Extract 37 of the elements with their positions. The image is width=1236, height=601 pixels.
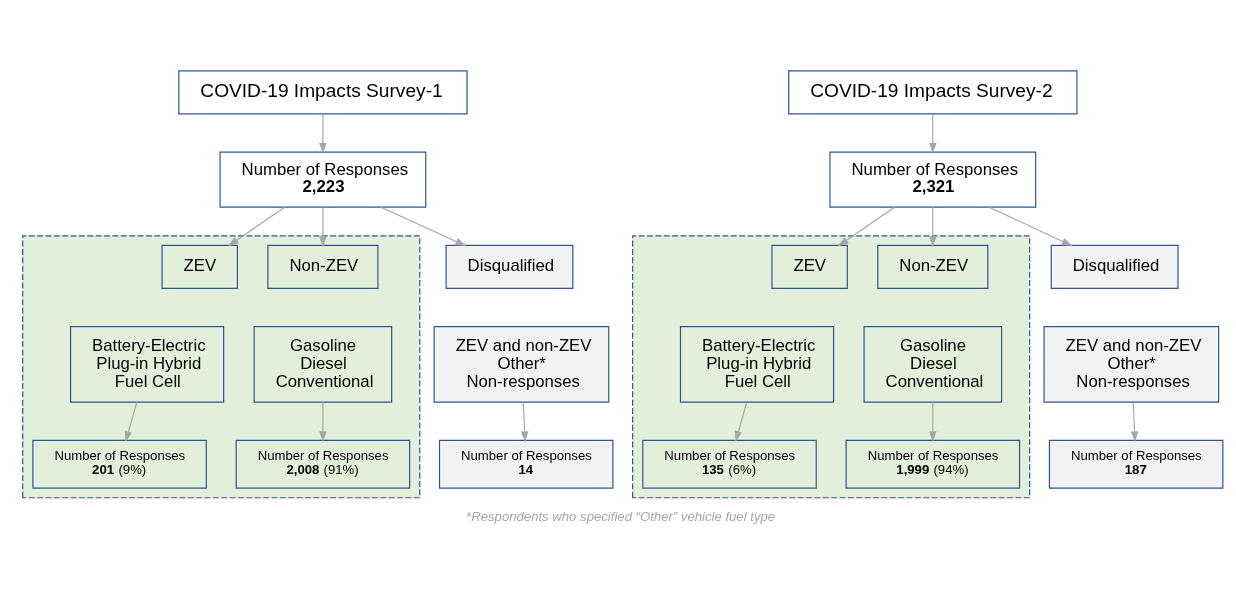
node-box: Non-ZEV: [877, 244, 989, 289]
node-box: Non-ZEV: [267, 244, 379, 289]
node-box: Gasoline Diesel Conventional: [863, 325, 1003, 403]
node-box: Number of Responses 1,999 (94%): [845, 439, 1021, 489]
node-box: Number of Responses 2,008 (91%): [235, 439, 411, 489]
arrow: [227, 206, 286, 246]
node-box: Disqualified: [445, 244, 574, 289]
node-box: Number of Responses 201 (9%): [32, 439, 207, 489]
node-box: Disqualified: [1050, 244, 1179, 289]
caption: *Respondents who specified “Other” vehicle fuel type: [466, 508, 776, 524]
node-box: Number of Responses 2,321: [829, 151, 1037, 208]
arrow: [319, 401, 327, 442]
arrow: [1130, 401, 1139, 442]
node-box: ZEV: [771, 244, 848, 289]
node-box: Gasoline Diesel Conventional: [253, 325, 393, 403]
node-box: ZEV: [161, 244, 238, 289]
arrow: [929, 206, 937, 247]
arrow: [929, 401, 937, 442]
arrow: [734, 401, 748, 442]
arrow: [380, 206, 467, 246]
node-box: Number of Responses 2,223: [219, 151, 427, 208]
arrow: [929, 112, 937, 154]
arrow: [319, 206, 327, 247]
node-box: Number of Responses 14: [438, 439, 614, 489]
node-box: ZEV and non-ZEV Other* Non-responses: [433, 325, 610, 403]
node-box: Battery-Electric Plug-in Hybrid Fuel Cell: [69, 325, 225, 403]
node-box: Battery-Electric Plug-in Hybrid Fuel Cell: [679, 325, 835, 403]
node-box: Number of Responses 135 (6%): [642, 439, 817, 489]
arrow: [988, 206, 1073, 246]
node-box: ZEV and non-ZEV Other* Non-responses: [1043, 325, 1220, 403]
arrow: [319, 112, 327, 154]
arrow: [124, 401, 138, 442]
arrow: [520, 401, 529, 442]
node-box: COVID-19 Impacts Survey-2: [788, 69, 1078, 114]
arrow: [837, 206, 896, 246]
node-box: Number of Responses 187: [1048, 439, 1224, 489]
node-box: COVID-19 Impacts Survey-1: [178, 69, 468, 114]
